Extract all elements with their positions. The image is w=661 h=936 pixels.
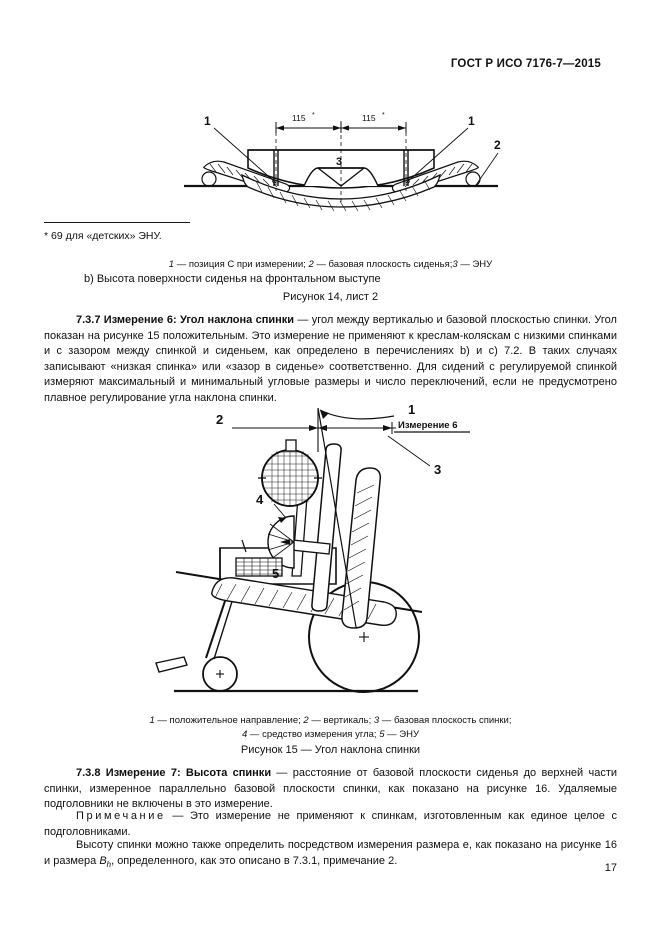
figure-14-callout-1-left: 1	[204, 114, 211, 128]
note-body: — Это измерение не применяют к спинкам, …	[44, 810, 618, 838]
figure-15-legend: 1 — положительное направление; 2 — верти…	[149, 715, 512, 740]
figure-15-caption: Рисунок 15 — Угол наклона спинки	[240, 744, 421, 756]
section-7-3-8-paragraph: 7.3.8 Измерение 7: Высота спинки — расст…	[44, 766, 617, 813]
closing-symbol: B	[99, 854, 107, 867]
section-7-3-7-heading: Измерение 6: Угол наклона спинки	[103, 314, 295, 326]
figure-15-callout-3: 3	[434, 462, 441, 477]
closing-subscript: h	[106, 859, 112, 869]
figure-14-footnote: * 69 для «детских» ЭНУ.	[44, 230, 162, 242]
section-7-3-8-body: — расстояние от базовой плоскости сидень…	[44, 767, 618, 811]
closing-part-1: Высоту спинки можно также определить пос…	[44, 839, 617, 867]
section-7-3-7-number: 7.3.7	[76, 314, 101, 326]
section-7-3-7-paragraph: 7.3.7 Измерение 6: Угол наклона спинки —…	[44, 313, 617, 407]
figure-14-dimension-right: 115	[362, 113, 376, 123]
figure-14-callout-2: 2	[494, 138, 501, 152]
figure-14-callout-1-right: 1	[468, 114, 475, 128]
figure-14-caption: Рисунок 14, лист 2	[282, 291, 379, 303]
figure-14-dimension-left: 115	[292, 113, 306, 123]
figure-15-callout-2: 2	[216, 412, 223, 427]
section-7-3-7-body: — угол между вертикалью и базовой плоско…	[44, 314, 617, 405]
figure-14-subcaption: b) Высота поверхности сиденья на фронтал…	[84, 273, 381, 285]
figure-14-callout-3: 3	[336, 156, 342, 168]
section-7-3-8-heading: Измерение 7: Высота спинки	[105, 767, 272, 779]
figure-15-backrest-angle: 1 2 3 4 5 Измерение 6	[146, 392, 486, 708]
figure-14-legend: 1 — позиция С при измерении; 2 — базовая…	[168, 259, 493, 270]
svg-text:*: *	[382, 112, 385, 119]
section-7-3-8-note: Примечание — Это измерение не применяют …	[44, 809, 617, 840]
footnote-separator	[44, 222, 190, 223]
figure-15-callout-1: 1	[408, 402, 415, 417]
note-label: Примечание	[76, 810, 166, 822]
figure-15-measurement-label: Измерение 6	[398, 420, 458, 431]
figure-14-seat-surface-height: 115 * 115 * 1 1 2 3	[176, 103, 506, 221]
figure-15-drawing: 1 2 3 4 5 Измерение 6	[155, 402, 470, 693]
figure-14-drawing: 115 * 115 * 1 1 2 3	[184, 112, 501, 212]
closing-part-2: , определенного, как это описано в 7.3.1…	[111, 854, 398, 867]
svg-text:*: *	[312, 112, 315, 119]
figure-15-callout-4: 4	[256, 492, 264, 507]
section-7-3-8-number: 7.3.8	[76, 767, 101, 779]
section-7-3-8-closing: Высоту спинки можно также определить пос…	[44, 838, 617, 870]
page-number: 17	[604, 862, 617, 874]
document-header: ГОСТ Р ИСО 7176-7—2015	[450, 58, 601, 70]
figure-15-callout-5: 5	[272, 566, 279, 581]
